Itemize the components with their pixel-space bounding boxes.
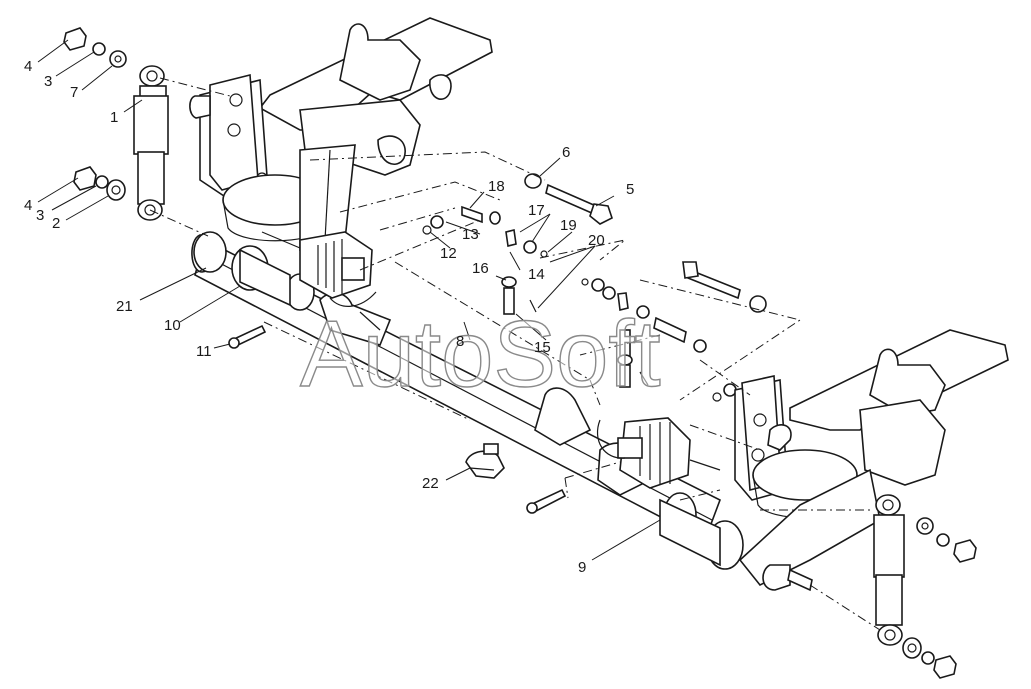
leader-lines (37, 39, 661, 561)
right-frame-bracket (734, 329, 1009, 592)
label-17: 17 (528, 202, 545, 219)
left-bolt-and-washer (524, 173, 613, 225)
label-3-bottom: 3 (36, 207, 44, 224)
label-6: 6 (562, 144, 570, 161)
label-2: 2 (52, 215, 60, 232)
part-number-labels: 1 2 3 3 4 4 5 6 7 8 9 10 11 12 13 14 15 … (24, 58, 634, 576)
right-valve-block (596, 417, 721, 489)
right-shock-absorber (873, 494, 905, 646)
right-bottom-hardware (902, 637, 957, 679)
sensor-22 (465, 443, 505, 479)
label-11: 11 (196, 343, 212, 360)
left-frame-bracket (189, 17, 493, 251)
right-top-hardware (916, 517, 977, 563)
label-20: 20 (588, 232, 605, 249)
label-18: 18 (488, 178, 505, 195)
watermark-text: AutoSoft (300, 301, 661, 406)
label-1: 1 (110, 109, 118, 126)
left-valve-block (261, 231, 377, 307)
center-fittings (422, 205, 548, 315)
label-14: 14 (528, 266, 545, 283)
label-10: 10 (164, 317, 181, 334)
cross-beam (191, 231, 744, 570)
label-4-bottom: 4 (24, 197, 32, 214)
label-13: 13 (462, 226, 479, 243)
label-15: 15 (534, 339, 551, 356)
label-12: 12 (440, 245, 457, 262)
right-fittings (581, 261, 767, 402)
label-21: 21 (116, 298, 133, 315)
label-16: 16 (472, 260, 489, 277)
bolt-lower-center (526, 488, 567, 514)
bolt-11 (228, 324, 267, 349)
label-19: 19 (560, 217, 577, 234)
label-7: 7 (70, 84, 78, 101)
left-top-hardware (63, 27, 127, 68)
left-bottom-hardware (73, 166, 126, 201)
label-8: 8 (456, 333, 464, 350)
label-5: 5 (626, 181, 634, 198)
label-9: 9 (578, 559, 586, 576)
label-22: 22 (422, 475, 439, 492)
left-shock-absorber (133, 65, 169, 221)
dashed-axes (149, 77, 881, 631)
label-3-top: 3 (44, 73, 52, 90)
label-4-top: 4 (24, 58, 32, 75)
